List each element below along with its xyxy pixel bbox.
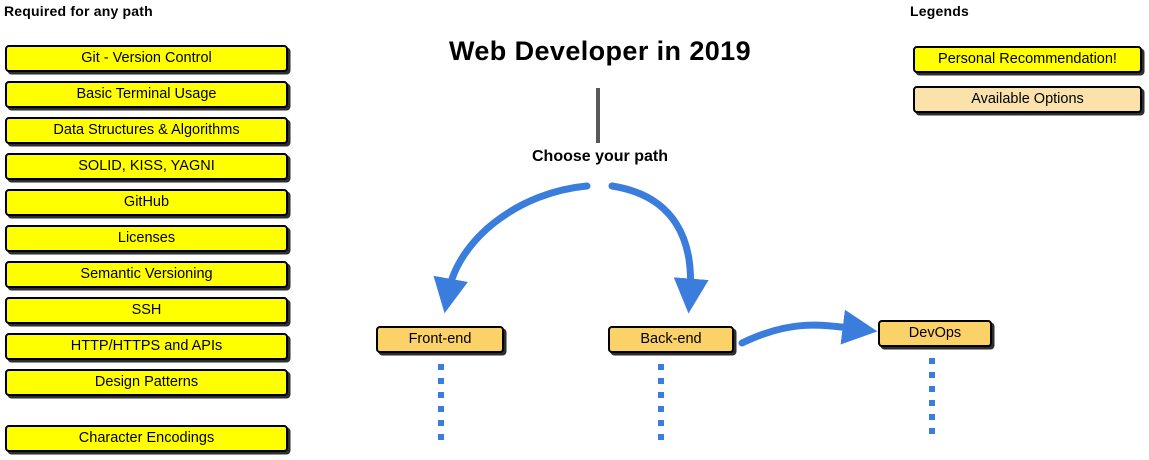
required-item-github[interactable]: GitHub bbox=[5, 189, 288, 216]
dotted-trail-devops bbox=[929, 358, 935, 442]
arrow-to-backend bbox=[608, 182, 709, 314]
trunk-connector-line bbox=[596, 88, 600, 143]
legend-item-personal-recommendation: Personal Recommendation! bbox=[913, 46, 1142, 73]
page-title: Web Developer in 2019 bbox=[448, 36, 752, 66]
legends-section-heading: Legends bbox=[910, 3, 969, 19]
dotted-trail-frontend bbox=[438, 364, 444, 448]
dotted-trail-backend bbox=[658, 364, 664, 448]
required-item-design-patterns[interactable]: Design Patterns bbox=[5, 369, 288, 396]
path-node-frontend[interactable]: Front-end bbox=[376, 326, 504, 353]
required-item-ssh[interactable]: SSH bbox=[5, 297, 288, 324]
required-item-terminal[interactable]: Basic Terminal Usage bbox=[5, 81, 288, 108]
required-item-git[interactable]: Git - Version Control bbox=[5, 45, 288, 72]
path-node-backend[interactable]: Back-end bbox=[608, 326, 734, 353]
arrow-to-frontend bbox=[433, 182, 591, 314]
required-item-semantic-versioning[interactable]: Semantic Versioning bbox=[5, 261, 288, 288]
path-node-devops[interactable]: DevOps bbox=[878, 320, 992, 347]
required-item-http-apis[interactable]: HTTP/HTTPS and APIs bbox=[5, 333, 288, 360]
required-item-character-encodings[interactable]: Character Encodings bbox=[5, 425, 288, 452]
required-section-heading: Required for any path bbox=[4, 3, 153, 19]
required-item-data-structures[interactable]: Data Structures & Algorithms bbox=[5, 117, 288, 144]
required-item-licenses[interactable]: Licenses bbox=[5, 225, 288, 252]
choose-path-label: Choose your path bbox=[531, 148, 668, 165]
arrow-backend-to-devops bbox=[738, 309, 878, 347]
required-item-solid-kiss-yagni[interactable]: SOLID, KISS, YAGNI bbox=[5, 153, 288, 180]
legend-item-available-options: Available Options bbox=[913, 86, 1142, 113]
